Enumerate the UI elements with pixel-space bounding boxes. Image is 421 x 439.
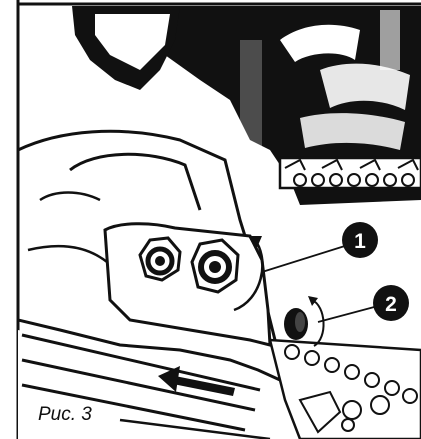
saw-chain-upper [280, 158, 421, 188]
callout-1-number: 1 [354, 230, 366, 253]
callout-2: 2 [373, 285, 409, 321]
callout-2-number: 2 [385, 293, 397, 316]
callout-1: 1 [342, 222, 378, 258]
figure-caption: Рис. 3 [34, 404, 96, 426]
